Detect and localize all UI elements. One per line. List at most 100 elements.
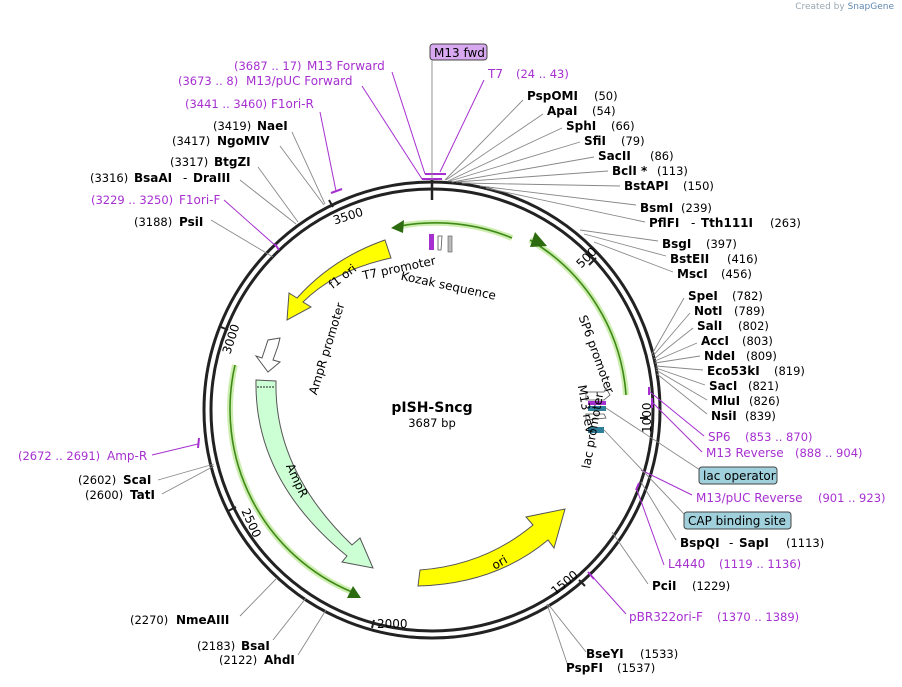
svg-text:(853 .. 870): (853 .. 870): [745, 430, 813, 444]
site-mlui: MluI: [711, 394, 740, 408]
tick-marks: [220, 199, 648, 629]
site-sphi: SphI: [566, 119, 596, 133]
site-bsai: BsaI: [241, 639, 270, 653]
svg-text:(2602): (2602): [78, 473, 116, 487]
right-labels: T7 (24 .. 43) PspOMI (50) ApaI (54) SphI…: [439, 67, 886, 675]
site-draiii: DraIII: [193, 171, 230, 185]
ampr-promoter-arrow[interactable]: [254, 337, 282, 373]
transcript-arc-top-glow: [399, 219, 514, 241]
svg-text:(839): (839): [745, 409, 776, 423]
site-pflfi: PflFI: [649, 216, 679, 230]
lac-operator-box[interactable]: lac operator: [698, 466, 778, 485]
svg-text:(3229 .. 3250): (3229 .. 3250): [91, 193, 173, 207]
site-pspomi: PspOMI: [527, 89, 578, 103]
kozak-feature[interactable]: [437, 235, 443, 251]
svg-text:(2270): (2270): [130, 613, 168, 627]
svg-text:(397): (397): [706, 237, 737, 251]
site-sali: SalI: [697, 319, 722, 333]
site-pcii: PciI: [652, 579, 677, 593]
kozak-label: Kozak sequence: [400, 269, 498, 303]
site-saci: SacI: [709, 379, 737, 393]
site-acci: AccI: [701, 334, 729, 348]
site-naei: NaeI: [257, 119, 288, 133]
svg-text:(888 .. 904): (888 .. 904): [795, 446, 863, 460]
site-apai: ApaI: [547, 104, 577, 118]
svg-text:(803): (803): [742, 334, 773, 348]
sp6-promoter-feature: [585, 387, 611, 401]
svg-text:(1370 .. 1389): (1370 .. 1389): [717, 610, 799, 624]
tick-label-2000: 2000: [377, 617, 408, 631]
svg-text:(113): (113): [657, 164, 688, 178]
svg-text:(819): (819): [774, 364, 805, 378]
snapgene-watermark: Created by SnapGene: [795, 2, 894, 12]
transcript-arc-top: [399, 222, 513, 239]
cap-site-feature: [588, 427, 604, 433]
site-sacii: SacII: [598, 149, 631, 163]
m13-fwd-box-label: M13 fwd: [434, 46, 485, 60]
svg-text:(3417): (3417): [172, 134, 210, 148]
svg-text:(3317): (3317): [170, 155, 208, 169]
svg-text:(1229): (1229): [692, 579, 730, 593]
site-bsaai: BsaAI: [134, 171, 172, 185]
site-psii: PsiI: [179, 215, 203, 229]
site-ngomiv: NgoMIV: [217, 134, 270, 148]
site-spei: SpeI: [688, 289, 718, 303]
plasmid-length: 3687 bp: [408, 416, 456, 430]
svg-text:(2672 .. 2691): (2672 .. 2691): [18, 449, 100, 463]
svg-text:(3188): (3188): [134, 215, 172, 229]
primer-pbr322ori-f-name: pBR322ori-F: [629, 610, 703, 624]
primer-m13-forward-name: M13 Forward: [307, 59, 385, 73]
site-sfii: SfiI: [584, 134, 606, 148]
primer-m13-reverse-name: M13 Reverse: [706, 446, 784, 460]
svg-text:(263): (263): [770, 216, 801, 230]
site-nmeaiii: NmeAIII: [176, 613, 229, 627]
site-tati: TatI: [130, 488, 155, 502]
svg-text:(782): (782): [732, 289, 763, 303]
svg-text:-: -: [183, 171, 187, 185]
ampr-arrow[interactable]: [255, 379, 374, 569]
cap-binding-site-box-label: CAP binding site: [688, 514, 786, 528]
svg-text:(821): (821): [748, 379, 779, 393]
svg-text:(1533): (1533): [640, 647, 678, 661]
watermark-prefix: Created by: [795, 2, 845, 12]
svg-text:(2122): (2122): [219, 653, 257, 667]
site-noti: NotI: [694, 304, 723, 318]
t7-promoter-feature[interactable]: [429, 234, 434, 250]
site-pspfi: PspFI: [566, 661, 603, 675]
primer-m13-puc-forward-name: M13/pUC Forward: [246, 74, 353, 88]
svg-text:(79): (79): [621, 134, 645, 148]
svg-text:(1113): (1113): [786, 536, 824, 550]
tick-1500: [578, 579, 586, 587]
site-bstapi: BstAPI: [624, 179, 669, 193]
svg-text:(50): (50): [594, 89, 618, 103]
site-bsgi: BsgI: [662, 237, 691, 251]
svg-text:(3419): (3419): [213, 119, 251, 133]
lac-operator-feature: [588, 406, 606, 411]
primer-f1ori-f-name: F1ori-F: [179, 193, 220, 207]
m13-fwd-box[interactable]: M13 fwd: [429, 43, 488, 61]
plasmid-name: pISH-Sncg: [391, 400, 472, 416]
svg-text:(1119 .. 1136): (1119 .. 1136): [719, 557, 801, 571]
tick-2000: [371, 619, 375, 629]
svg-text:(456): (456): [721, 267, 752, 281]
svg-text:(789): (789): [734, 304, 765, 318]
primer-t7-name: T7: [487, 67, 503, 81]
svg-text:(416): (416): [727, 252, 758, 266]
ori-label: ori: [489, 553, 510, 573]
transcript-arrowhead-right: [530, 232, 547, 247]
svg-text:(2183): (2183): [197, 639, 235, 653]
tick-3000: [220, 326, 229, 331]
ori-arrow[interactable]: [417, 508, 566, 587]
transcript-arrowhead-top: [391, 220, 404, 233]
site-bspqi: BspQI: [680, 536, 720, 550]
f1-ori-arrow[interactable]: [286, 239, 392, 321]
site-msci: MscI: [677, 267, 708, 281]
svg-text:(3673 .. 8): (3673 .. 8): [178, 74, 238, 88]
site-sapi: SapI: [739, 536, 769, 550]
svg-text:(826): (826): [749, 394, 780, 408]
transcript-arc-right: [529, 239, 627, 396]
site-bsmi: BsmI: [640, 201, 673, 215]
cap-binding-site-box[interactable]: CAP binding site: [683, 511, 792, 530]
primer-f1ori-r-name: F1ori-R: [271, 97, 314, 111]
